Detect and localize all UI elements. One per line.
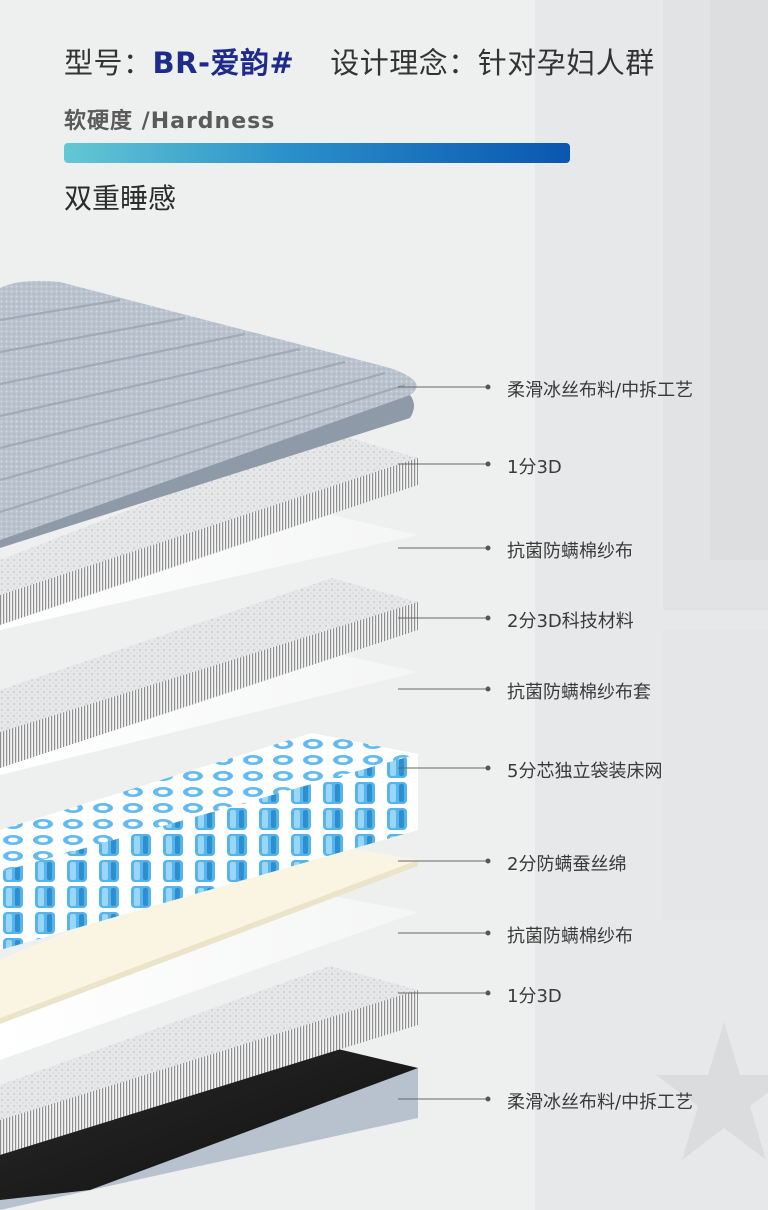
layer-label-2: 1分3D (507, 457, 562, 478)
callout-lines (398, 386, 486, 1100)
layer-label-6: 5分芯独立袋装床网 (507, 761, 663, 782)
layer-gauze-lower (0, 890, 418, 1060)
layer-gauze-upper (0, 512, 418, 630)
layer-label-5: 抗菌防螨棉纱布套 (507, 682, 651, 703)
layer-gauze-cover (0, 650, 418, 775)
layer-label-7: 2分防螨蚕丝绵 (507, 854, 627, 875)
layer-silk-wadding (0, 838, 418, 1024)
layer-pocket-springs (0, 733, 418, 950)
layer-label-3: 抗菌防螨棉纱布 (507, 541, 633, 562)
layer-label-1: 柔滑冰丝布料/中拆工艺 (507, 380, 694, 401)
model-value: BR-爱韵# (152, 46, 295, 80)
header-row: 型号：BR-爱韵# 设计理念：针对孕妇人群 (64, 40, 655, 82)
model-label: 型号： (64, 46, 153, 80)
callout-dots (485, 384, 491, 1102)
layer-3d-upper (0, 432, 418, 625)
sleep-feel-label: 双重睡感 (64, 182, 177, 215)
layer-3d-lower (0, 966, 418, 1155)
design-concept: 设计理念：针对孕妇人群 (330, 46, 655, 80)
hardness-label: 软硬度 /Hardness (64, 109, 276, 134)
layer-top-ice-fabric (0, 280, 417, 548)
layer-label-8: 抗菌防螨棉纱布 (507, 926, 633, 947)
layer-label-10: 柔滑冰丝布料/中拆工艺 (507, 1092, 694, 1113)
hardness-bar (64, 143, 570, 163)
layer-bottom-ice-fabric (0, 1040, 418, 1210)
layer-3d-tech (0, 578, 418, 768)
star-icon (656, 1022, 768, 1160)
layer-label-4: 2分3D科技材料 (507, 611, 634, 632)
layer-label-9: 1分3D (507, 986, 562, 1007)
